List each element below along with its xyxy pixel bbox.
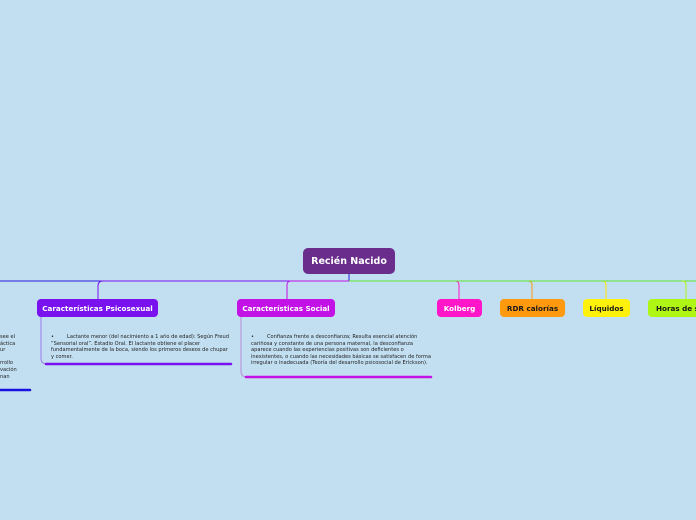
note-psicosexual[interactable]: •Lactante menor (del nacimiento a 1 año … (51, 334, 229, 360)
connector-kolberg (349, 280, 460, 299)
node-caracteristicas-social[interactable]: Características Social (237, 299, 335, 317)
note-left-fragment: see el áctica ur rrollo vación nan (0, 334, 24, 380)
note-left-line: ur (0, 347, 6, 354)
note-left-line: see el (0, 334, 16, 340)
connector-psicosexual (97, 280, 349, 299)
note-left-line: áctica (0, 340, 16, 347)
node-horas[interactable]: Horas de s (648, 299, 696, 317)
node-kolberg[interactable]: Kolberg (437, 299, 482, 317)
note-left-line: nan (0, 373, 10, 380)
connector-rdr (349, 280, 533, 299)
connector-liquidos (349, 280, 607, 299)
note-left-line: rrollo (0, 360, 14, 367)
note-left-line (0, 354, 24, 361)
note-social-text: Confianza frente a desconfianza; Resulta… (251, 334, 431, 367)
node-rdr-calorias[interactable]: RDR calorías (500, 299, 565, 317)
note-psicosexual-text: Lactante menor (del nacimiento a 1 año d… (51, 334, 229, 360)
note-social[interactable]: •Confianza frente a desconfianza; Result… (251, 334, 431, 367)
node-caracteristicas-psicosexual[interactable]: Características Psicosexual (37, 299, 158, 317)
note-bracket-social (240, 317, 248, 378)
connector-horas-drop (681, 280, 687, 299)
note-bracket-psicosexual (40, 317, 48, 365)
connector-social (286, 280, 349, 299)
note-left-line: vación (0, 366, 17, 373)
node-liquidos[interactable]: Líquidos (583, 299, 630, 317)
root-node[interactable]: Recién Nacido (303, 248, 395, 274)
connector-left-offscreen (0, 274, 350, 282)
